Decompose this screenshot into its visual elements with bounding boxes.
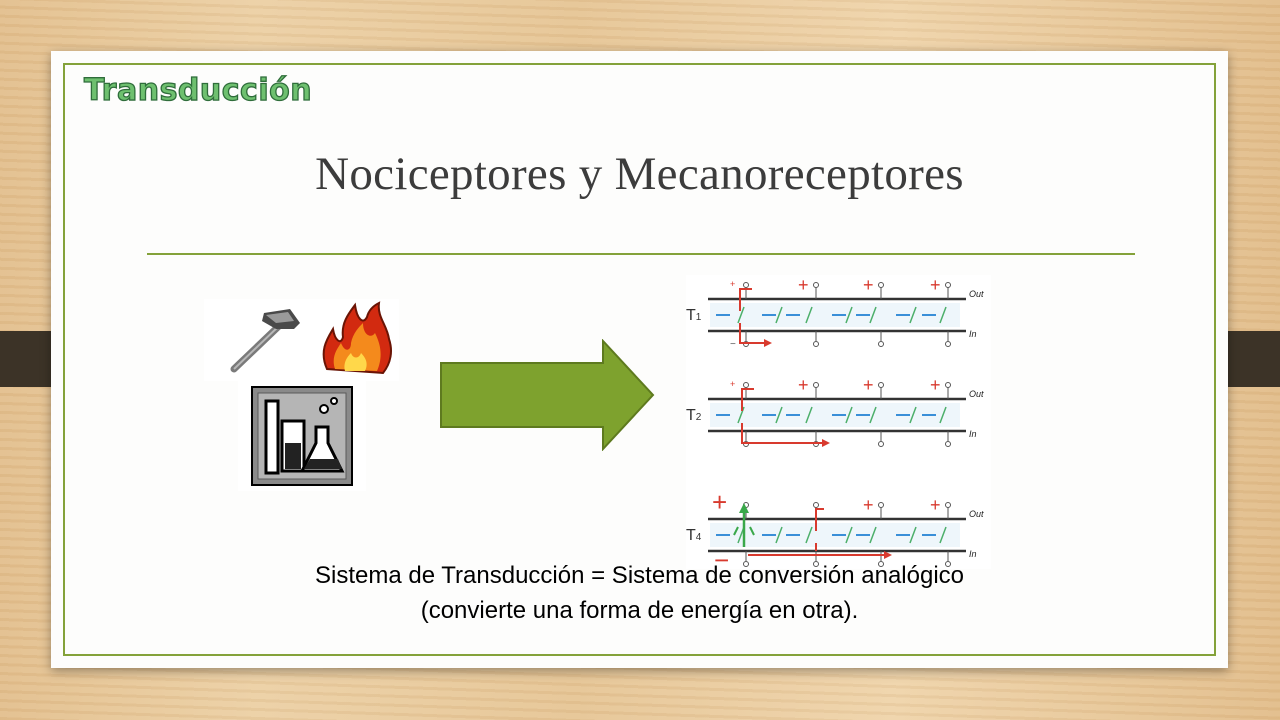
chemistry-lab-icon [251, 386, 353, 486]
title-divider [147, 253, 1135, 255]
svg-text:T2: T2 [686, 407, 702, 424]
diagram-row-t4: T4 + − + + Out In [686, 487, 984, 569]
transduction-diagram: T1 + + + + − Out In T2 [686, 275, 991, 569]
svg-text:+: + [930, 375, 941, 395]
slide: Transducción Nociceptores y Mecanorecept… [51, 51, 1228, 668]
caption-line-2: (convierte una forma de energía en otra)… [420, 597, 859, 624]
svg-text:Out: Out [969, 289, 984, 299]
caption-line-1: Sistema de Transducción = Sistema de con… [314, 562, 965, 589]
diagram-row-t2: T2 + + + + Out In [686, 375, 984, 447]
watermark-title: Transducción [83, 72, 313, 108]
svg-text:In: In [969, 329, 977, 339]
svg-text:+: + [930, 275, 941, 295]
svg-text:T1: T1 [686, 307, 702, 324]
svg-text:+: + [863, 275, 874, 295]
svg-text:+: + [863, 495, 874, 515]
svg-text:−: − [714, 545, 729, 569]
svg-text:Out: Out [969, 509, 984, 519]
svg-text:−: − [730, 339, 736, 350]
slide-title: Nociceptores y Mecanoreceptores [315, 148, 964, 200]
fire-icon [322, 301, 392, 375]
svg-text:+: + [798, 375, 809, 395]
svg-text:+: + [930, 495, 941, 515]
hammer-icon [230, 309, 300, 373]
svg-text:In: In [969, 549, 977, 559]
hammer-image [204, 299, 317, 381]
fire-image [317, 299, 399, 381]
svg-text:+: + [798, 275, 809, 295]
svg-text:+: + [730, 379, 735, 389]
svg-text:+: + [730, 279, 735, 289]
chemistry-image [238, 381, 366, 491]
right-arrow-icon [440, 339, 655, 451]
svg-text:T4: T4 [686, 527, 702, 544]
slide-frame [63, 63, 1216, 656]
slide-caption: Sistema de Transducción = Sistema de con… [51, 558, 1228, 628]
diagram-row-t1: T1 + + + + − Out In [686, 275, 984, 350]
svg-text:Out: Out [969, 389, 984, 399]
svg-text:+: + [863, 375, 874, 395]
svg-text:+: + [712, 487, 727, 517]
svg-text:In: In [969, 429, 977, 439]
